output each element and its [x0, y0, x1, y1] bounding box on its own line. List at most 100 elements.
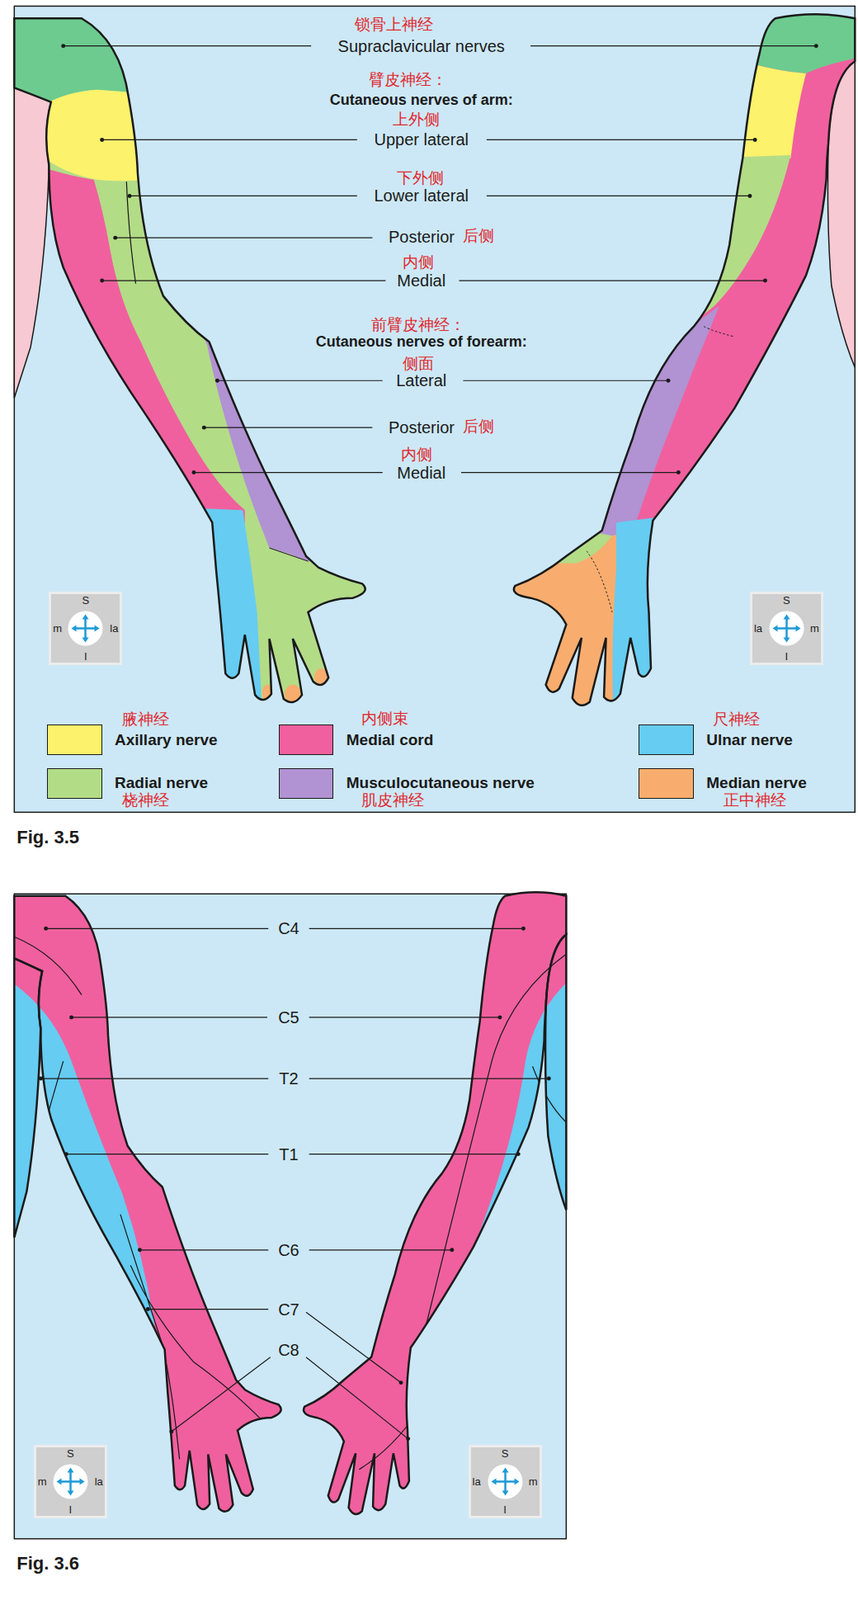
leader-dots-part [146, 1306, 151, 1311]
chinese-label: 后侧 [460, 418, 497, 434]
leader-dots-part [191, 470, 196, 475]
compass-letter: la [94, 1475, 104, 1487]
dermatome-arm-part [14, 936, 260, 1459]
compass-letter: la [109, 622, 118, 634]
compass-circle [52, 1464, 88, 1500]
leader-dots-part [61, 43, 66, 48]
dermatome-label: C6 [275, 1241, 302, 1259]
nerve-label: Medial [394, 272, 448, 289]
legend-text: Ulnar nerve [703, 731, 796, 748]
legend-text: Radial nerve [112, 774, 211, 791]
compass-arrows [775, 617, 797, 640]
legend-swatch [278, 768, 335, 799]
compass-letter: I [785, 650, 789, 662]
leader-dots-part [202, 425, 207, 430]
leader-dots-part [399, 1380, 404, 1385]
leader-dots-part [753, 137, 758, 142]
compass-letter: m [52, 622, 62, 634]
arm-posterior-part [0, 0, 174, 103]
dermatome-label: C4 [275, 919, 302, 937]
dermatome-arm-part [285, 887, 582, 1541]
leader-dots-part [814, 43, 819, 48]
dermatome-label: C7 [275, 1301, 302, 1318]
nerve-label: Posterior [386, 419, 458, 436]
arm-outline [14, 895, 281, 1512]
legend-text: Median nerve [703, 774, 809, 791]
compass-arrows [75, 617, 97, 640]
arm-outline [14, 18, 365, 703]
chinese-label: 侧面 [400, 355, 437, 372]
compass-letter: S [66, 1447, 75, 1459]
leader-dots-part [127, 193, 132, 198]
arm-posterior [0, 0, 429, 735]
leader-dots-part [763, 278, 768, 283]
group-heading: Cutaneous nerves of arm: [327, 92, 516, 108]
compass-circle [487, 1464, 523, 1500]
nerve-label: Supraclavicular nerves [335, 37, 508, 55]
nerve-label: Medial [394, 464, 448, 481]
leader-dots-part [405, 1436, 411, 1441]
leader-dots-part [666, 378, 671, 383]
compass-letter: S [501, 1447, 510, 1459]
compass-letter: m [37, 1475, 48, 1487]
arm-outline-part [14, 895, 281, 1512]
orientation-compass: SlamI [749, 591, 824, 665]
chinese-label: 前臂皮神经： [368, 316, 468, 333]
arm-posterior-part [40, 89, 174, 181]
chinese-label: 锁骨上神经 [352, 16, 436, 33]
leader-dots-part [38, 1076, 43, 1081]
arm-anterior-part [714, 63, 807, 164]
orientation-compass: Sm laI [33, 1444, 108, 1518]
arm-anterior-part [571, 306, 720, 552]
compass-heads [71, 614, 100, 643]
nerve-label: Posterior [386, 228, 458, 246]
legend-chinese: 尺神经 [710, 711, 763, 727]
legend-chinese: 内侧束 [358, 710, 411, 726]
legend-text: Axillary nerve [112, 731, 221, 748]
legend-chinese: 桡神经 [119, 792, 172, 808]
leader-dots-part [215, 378, 220, 383]
compass-letter: I [69, 1503, 73, 1515]
leader-dots [38, 43, 819, 1441]
leader-lines-part [40, 928, 549, 1438]
legend-text: Medial cord [344, 731, 437, 748]
legend-chinese: 腋神经 [119, 711, 172, 727]
dermatome-arm [285, 887, 582, 1541]
compass-letter: m [528, 1475, 538, 1487]
compass-letter: m [810, 622, 820, 634]
legend-chinese: 肌皮神经 [358, 792, 427, 808]
compass-heads [490, 1467, 519, 1496]
arm-outline-part [14, 957, 43, 1237]
figure-caption: Fig. 3.5 [14, 828, 82, 847]
dermatome-arm-part [358, 953, 566, 1469]
dermatome-label: C5 [275, 1008, 302, 1026]
leader-lines [40, 46, 816, 1439]
leader-dots-part [546, 1076, 552, 1081]
arm-outline-part [303, 891, 566, 1514]
compass-arrows [494, 1470, 516, 1493]
compass-arrows [59, 1470, 81, 1493]
leader-dots-part [521, 926, 526, 931]
leader-dots-part [113, 235, 118, 241]
leader-dots-part [137, 1247, 142, 1252]
arm-posterior-part [0, 0, 429, 735]
legend-text: Musculocutaneous nerve [344, 774, 538, 791]
leader-dots-part [169, 1428, 174, 1434]
compass-heads [56, 1467, 85, 1496]
arm-anterior-part [612, 514, 674, 735]
leader-dots-part [676, 470, 681, 475]
leader-dots-part [747, 193, 752, 198]
orientation-compass: SlamI [468, 1444, 543, 1518]
dermatome-label: T1 [276, 1145, 301, 1163]
leader-dots-part [69, 1014, 74, 1019]
nerve-label: Lateral [393, 372, 449, 389]
arm-posterior-part [126, 181, 136, 284]
arm-outline-part [545, 933, 566, 1210]
compass-circle [768, 611, 804, 646]
arm-outline [513, 14, 855, 705]
arm-outline [303, 891, 566, 1514]
legend-swatch [47, 768, 103, 799]
legend-chinese: 正中神经 [721, 792, 789, 808]
dermatome-arm-part [438, 969, 582, 1337]
